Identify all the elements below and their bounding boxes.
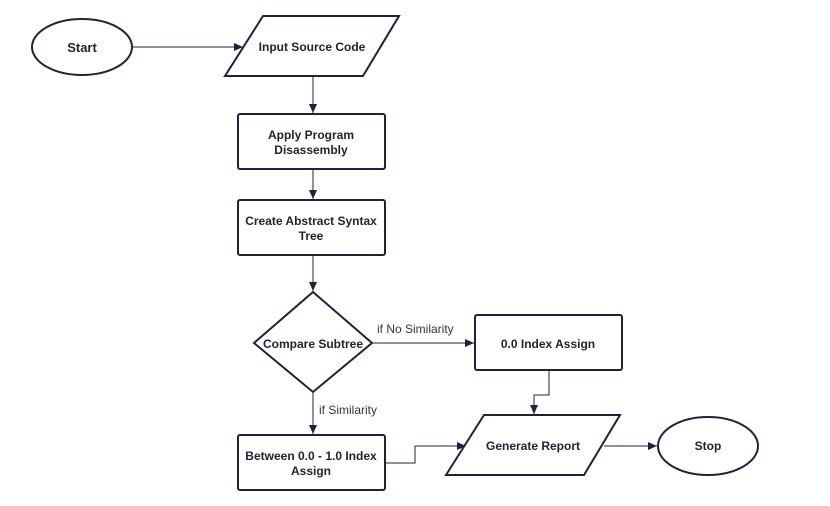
input-source-code-node: Input Source Code: [223, 15, 401, 77]
between-index-assign-label-line2: Assign: [291, 464, 331, 478]
compare-subtree-node: Compare Subtree: [252, 290, 374, 394]
input-source-code-label: Input Source Code: [259, 40, 366, 54]
start-node-label: Start: [67, 40, 97, 55]
create-ast-label-line2: Tree: [299, 229, 324, 243]
between-index-assign-node: Between 0.0 - 1.0 Index Assign: [237, 434, 386, 491]
generate-report-node: Generate Report: [444, 414, 622, 476]
edge-between-index-to-report: [386, 442, 466, 464]
stop-node: Stop: [657, 416, 759, 476]
zero-index-assign-node: 0.0 Index Assign: [474, 314, 623, 371]
between-index-assign-label-line1: Between 0.0 - 1.0 Index: [245, 449, 377, 463]
zero-index-assign-label: 0.0 Index Assign: [501, 337, 595, 351]
apply-program-disassembly-label-line2: Disassembly: [274, 143, 348, 157]
create-ast-node: Create Abstract Syntax Tree: [237, 199, 386, 256]
generate-report-label: Generate Report: [486, 439, 580, 453]
compare-subtree-label: Compare Subtree: [263, 337, 363, 351]
edge-zero-index-to-report: [530, 371, 550, 414]
edge-label-similarity: if Similarity: [319, 403, 377, 417]
apply-program-disassembly-node: Apply Program Disassembly: [237, 113, 386, 170]
create-ast-label-line1: Create Abstract Syntax: [245, 214, 377, 228]
start-node: Start: [31, 18, 133, 76]
edges: [133, 43, 657, 464]
apply-program-disassembly-label-line1: Apply Program: [268, 128, 354, 142]
stop-node-label: Stop: [695, 439, 722, 453]
edge-label-no-similarity: if No Similarity: [377, 322, 454, 336]
